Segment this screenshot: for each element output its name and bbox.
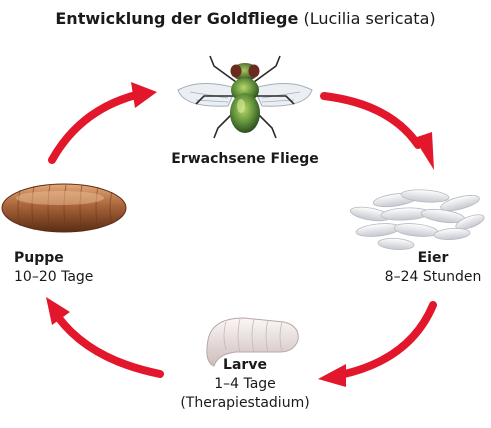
larva-note: (Therapiestadium) [180, 395, 310, 411]
title-main: Entwicklung der Goldfliege [55, 9, 299, 28]
pupa-duration: 10–20 Tage [14, 269, 94, 285]
larva-icon [206, 317, 299, 367]
stage-label-larva: Larve 1–4 Tage (Therapiestadium) [165, 356, 325, 413]
larva-duration: 1–4 Tage [214, 376, 276, 392]
stage-label-pupa: Puppe 10–20 Tage [0, 249, 114, 287]
arrowhead-icon [46, 82, 434, 387]
arrow-icon [48, 91, 437, 379]
eggs-icon [349, 189, 485, 251]
eggs-duration: 8–24 Stunden [384, 269, 482, 285]
eggs-name: Eier [417, 250, 449, 266]
fly-icon [177, 55, 313, 139]
title-species: (Lucilia sericata) [303, 9, 436, 28]
pupa-name: Puppe [14, 250, 64, 266]
pupa-icon [1, 183, 127, 233]
stage-label-adult: Erwachsene Fliege [165, 150, 325, 169]
larva-name: Larve [223, 357, 267, 373]
page-title: Entwicklung der Goldfliege (Lucilia seri… [0, 9, 491, 28]
adult-name: Erwachsene Fliege [171, 151, 319, 167]
stage-label-eggs: Eier 8–24 Stunden [380, 249, 486, 287]
